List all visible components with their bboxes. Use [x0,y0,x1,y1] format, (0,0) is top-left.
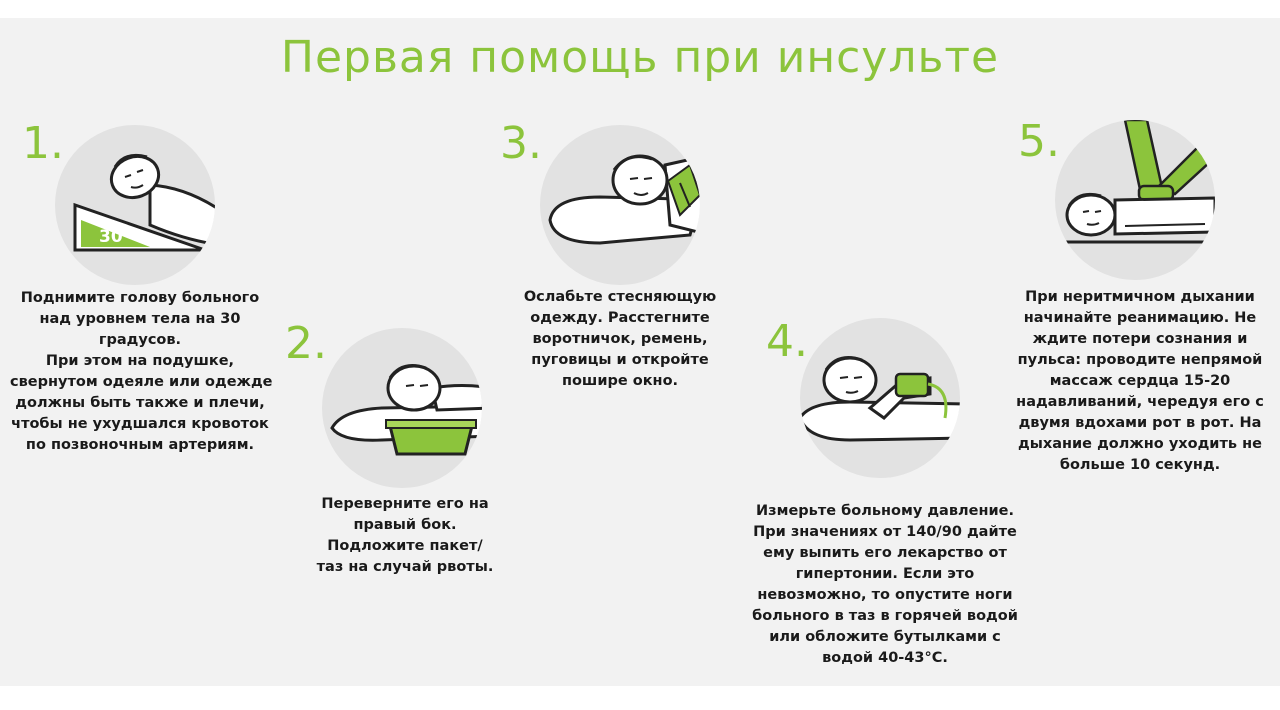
step-1-illustration: 30° [55,125,215,285]
step-1-text: Поднимите голову больного над уровнем те… [10,288,273,456]
step-4-text: Измерьте больному давление. При значения… [740,501,1030,669]
blood-pressure-cuff-icon [800,356,960,442]
step-5-illustration [1055,120,1215,280]
instruction-line: больше 10 секунд. [1059,457,1221,473]
instruction-line: пуговицы и откройте [531,352,709,368]
instruction-line: Ослабьте стесняющую [523,289,717,305]
instruction-line: по позвоночным артериям. [25,437,255,453]
step-4-number: 4. [766,316,808,367]
instruction-line: При неритмичном дыхании [1025,289,1255,305]
instruction-line: свернутом одеяле или одежде [10,374,273,390]
instruction-line: ему выпить его лекарство от [763,545,1007,561]
head-raised-on-wedge-icon: 30° [73,153,215,252]
instruction-line: правый бок. [353,517,457,533]
instruction-line: одежду. Расстегните [530,310,710,326]
instruction-line: градусов. [98,332,182,348]
instruction-line: Переверните его на [321,496,489,512]
step-2-number: 2. [285,318,327,369]
instruction-line: надавливаний, чередуя его с [1016,394,1264,410]
step-3-number: 3. [500,118,542,169]
instruction-line: При значениях от 140/90 дайте [753,524,1017,540]
step-2-text: Переверните его на правый бок. Подложите… [275,494,535,578]
instruction-line: Поднимите голову больного [20,290,260,306]
step-5-text: При неритмичном дыхании начинайте реаним… [1000,287,1280,476]
instruction-line: При этом на подушке, [45,353,235,369]
instruction-line: чтобы не ухудшался кровоток [11,416,269,432]
instruction-line: гипертонии. Если это [795,566,975,582]
instruction-line: массаж сердца 15-20 [1049,373,1231,389]
step-1-number: 1. [22,118,64,169]
instruction-line: Подложите пакет/ [327,538,483,554]
patient-on-side-with-basin-icon [330,364,482,456]
instruction-line: пульса: проводите непрямой [1017,352,1263,368]
instruction-line: таз на случай рвоты. [316,559,494,575]
cpr-compressions-icon [1055,120,1215,244]
step-3-illustration [540,125,700,285]
instruction-line: должны быть также и плечи, [15,395,265,411]
step-1-badge: 30° [99,227,131,247]
step-4-illustration [800,318,960,478]
instruction-line: воротничок, ремень, [532,331,708,347]
instruction-line: начинайте реанимацию. Не [1023,310,1257,326]
instruction-line: Измерьте больному давление. [756,503,1014,519]
instruction-line: над уровнем тела на 30 [39,311,241,327]
instruction-line: ждите потери сознания и [1032,331,1248,347]
instruction-line: или обложите бутылками с [769,629,1001,645]
loosen-collar-icon [548,154,700,245]
instruction-line: водой 40-43°С. [822,650,948,666]
instruction-line: невозможно, то опустите ноги [757,587,1013,603]
instruction-line: пошире окно. [561,373,679,389]
instruction-line: дыхание должно уходить не [1018,436,1262,452]
step-3-text: Ослабьте стесняющую одежду. Расстегните … [500,287,740,392]
step-5-number: 5. [1018,116,1060,167]
instruction-line: двумя вдохами рот в рот. На [1018,415,1262,431]
instruction-line: больного в таз в горячей водой [752,608,1018,624]
step-2-illustration [322,328,482,488]
page-title: Первая помощь при инсульте [280,32,1000,83]
